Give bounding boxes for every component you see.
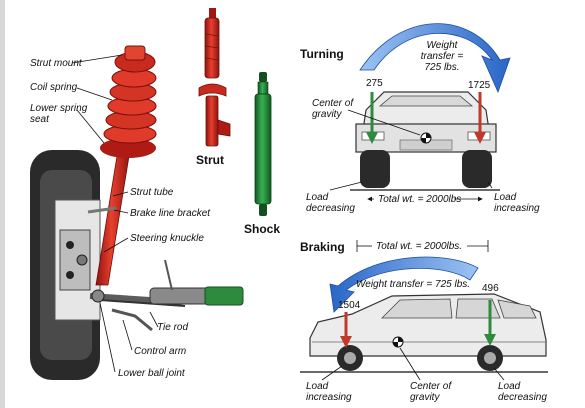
label-shock: Shock (244, 222, 281, 236)
braking-title: Braking (300, 240, 345, 254)
braking-illustration (300, 240, 548, 373)
turning-weight-transfer: Weight transfer = 725 lbs. (420, 40, 464, 73)
turning-load-increasing: Load increasing (494, 192, 540, 214)
strut-tube (95, 149, 131, 286)
braking-transfer-arrow (329, 256, 479, 313)
left-border (0, 0, 5, 408)
braking-load-increasing: Load increasing (306, 381, 352, 403)
turning-center-of-gravity: Center of gravity (312, 98, 354, 120)
turning-leaders (329, 109, 493, 202)
turning-illustration (350, 23, 511, 191)
turning-total-weight: Total wt. = 2000lbs (378, 194, 462, 205)
turning-left-wheel (360, 150, 390, 188)
turning-load-decreasing: Load decreasing (306, 192, 355, 214)
steering-rack (204, 286, 244, 306)
coil-spring (100, 68, 157, 158)
label-strut: Strut (196, 153, 224, 167)
shock-illustration (254, 72, 272, 216)
turning-left-value: 275 (366, 78, 383, 89)
label-steering-knuckle: Steering knuckle (130, 233, 204, 244)
braking-leaders (321, 347, 505, 381)
suspension-assembly (30, 45, 244, 380)
lower-ball-joint (91, 289, 105, 303)
label-brake-line-bracket: Brake line bracket (130, 208, 211, 219)
braking-right-value: 496 (482, 283, 499, 294)
tie-rod (149, 287, 211, 305)
label-strut-mount: Strut mount (30, 58, 82, 69)
label-lower-spring-seat: Lower spring seat (30, 103, 88, 125)
label-control-arm: Control arm (134, 346, 187, 357)
turning-right-wheel (462, 150, 492, 188)
braking-left-value: 1504 (338, 300, 361, 311)
braking-weight-transfer: Weight transfer = 725 lbs. (356, 279, 471, 290)
label-coil-spring: Coil spring (30, 82, 78, 93)
braking-center-of-gravity: Center of gravity (410, 381, 452, 403)
strut-illustration (198, 8, 231, 147)
label-lower-ball-joint: Lower ball joint (118, 368, 185, 379)
braking-total-weight: Total wt. = 2000lbs. (376, 241, 463, 252)
suspension-leaders (71, 54, 159, 373)
label-strut-tube: Strut tube (130, 187, 174, 198)
braking-load-decreasing: Load decreasing (498, 381, 547, 403)
turning-right-value: 1725 (468, 80, 491, 91)
label-tie-rod: Tie rod (157, 322, 189, 333)
turning-transfer-arrow (359, 23, 511, 94)
turning-title: Turning (300, 47, 344, 61)
